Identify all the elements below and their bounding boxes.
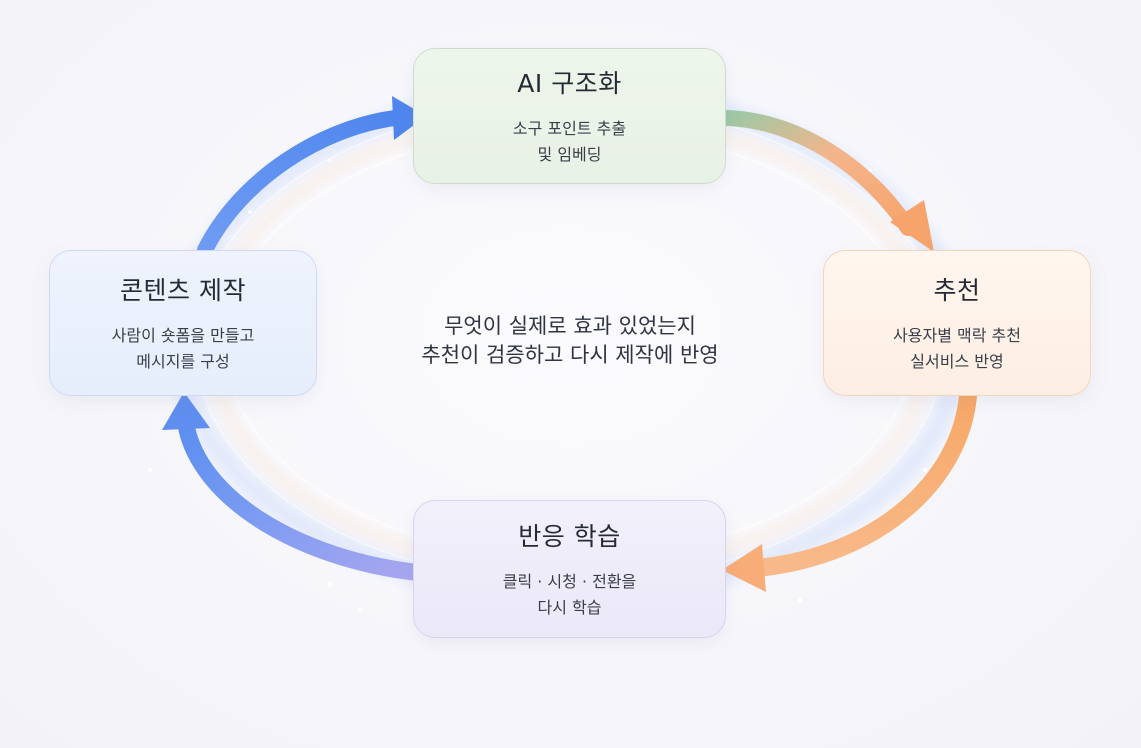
center-caption-line-2: 추천이 검증하고 다시 제작에 반영 <box>421 343 719 367</box>
node-learn-desc-line-1: 클릭 · 시청 · 전환을 <box>502 572 637 591</box>
node-content-desc-line-1: 사람이 숏폼을 만들고 <box>111 326 255 345</box>
sparkle-dots <box>148 158 927 612</box>
node-ai-desc-line-2: 및 임베딩 <box>537 145 602 164</box>
node-content-production: 콘텐츠 제작 사람이 숏폼을 만들고 메시지를 구성 <box>49 250 317 396</box>
arrow-content-to-ai <box>197 96 426 258</box>
node-recommend-desc-line-1: 사용자별 맥락 추천 <box>893 326 1021 345</box>
node-ai-desc-line-1: 소구 포인트 추출 <box>512 119 627 138</box>
center-caption: 무엇이 실제로 효과 있었는지 추천이 검증하고 다시 제작에 반영 <box>370 312 770 370</box>
node-learn-desc-line-2: 다시 학습 <box>537 598 602 617</box>
node-recommend: 추천 사용자별 맥락 추천 실서비스 반영 <box>823 250 1091 396</box>
node-learn-description: 클릭 · 시청 · 전환을 다시 학습 <box>503 569 637 621</box>
node-ai-title: AI 구조화 <box>517 69 622 98</box>
node-recommend-desc-line-2: 실서비스 반영 <box>910 352 1004 371</box>
node-content-title: 콘텐츠 제작 <box>120 276 246 305</box>
node-ai-structuring: AI 구조화 소구 포인트 추출 및 임베딩 <box>413 48 726 184</box>
node-content-desc-line-2: 메시지를 구성 <box>136 352 230 371</box>
arrow-recommend-to-learn <box>722 387 977 592</box>
arrow-learn-to-content <box>162 392 422 581</box>
node-content-description: 사람이 숏폼을 만들고 메시지를 구성 <box>112 323 255 375</box>
node-ai-description: 소구 포인트 추출 및 임베딩 <box>513 116 626 168</box>
node-reaction-learning: 반응 학습 클릭 · 시청 · 전환을 다시 학습 <box>413 500 726 638</box>
node-recommend-title: 추천 <box>933 276 981 305</box>
node-learn-title: 반응 학습 <box>518 522 621 551</box>
center-caption-line-1: 무엇이 실제로 효과 있었는지 <box>444 314 696 338</box>
arrow-ai-to-recommend <box>718 110 934 252</box>
node-recommend-description: 사용자별 맥락 추천 실서비스 반영 <box>893 323 1021 375</box>
